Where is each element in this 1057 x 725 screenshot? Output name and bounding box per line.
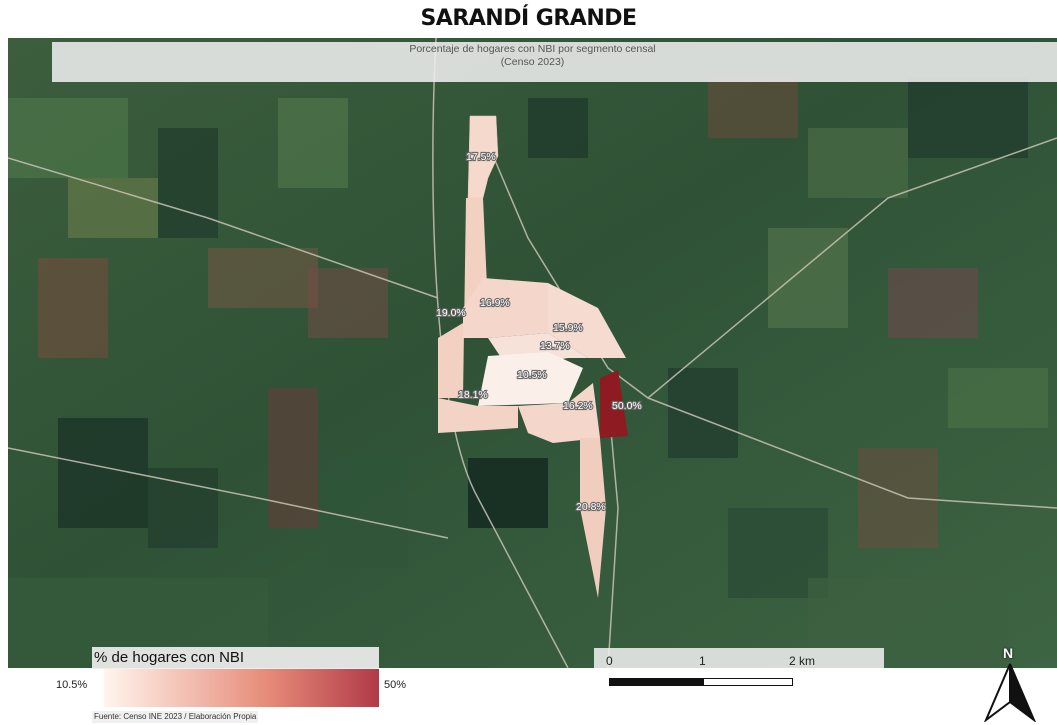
legend-title: % de hogares con NBI <box>92 647 379 669</box>
census-segments <box>438 115 628 598</box>
legend: % de hogares con NBI <box>92 647 379 711</box>
scalebar-background <box>594 648 884 668</box>
subtitle-band <box>52 42 1057 82</box>
satellite-map[interactable]: 17.5% 19.0% 16.9% 15.9% 13.7% 10.5% 18.1… <box>8 38 1057 668</box>
segment-16-2 <box>518 383 600 443</box>
north-arrow-icon <box>984 663 1036 722</box>
legend-color-ramp <box>104 669 379 707</box>
segment-15-9 <box>548 283 626 358</box>
segment-label: 10.5% <box>517 369 547 381</box>
segment-label: 15.9% <box>553 322 583 334</box>
segment-10-5 <box>478 352 583 406</box>
segment-label: 17.5% <box>466 151 496 163</box>
segment-18-1 <box>438 398 518 433</box>
source-note: Fuente: Censo INE 2023 / Elaboración Pro… <box>92 711 259 723</box>
segment-16-9 <box>463 278 548 338</box>
segment-label: 18.1% <box>458 389 488 401</box>
segment-labels: 17.5% 19.0% 16.9% 15.9% 13.7% 10.5% 18.1… <box>435 150 643 514</box>
scalebar-tick: 1 <box>699 654 706 668</box>
segment-label: 50.0% <box>612 400 642 412</box>
map-subtitle: Porcentaje de hogares con NBI por segmen… <box>8 43 1057 69</box>
subtitle-line: Porcentaje de hogares con NBI por segmen… <box>409 43 656 55</box>
scalebar-segment <box>703 678 793 686</box>
map-title: SARANDÍ GRANDE <box>420 6 637 31</box>
scalebar-tick: 2 km <box>789 654 816 668</box>
subtitle-line: (Censo 2023) <box>500 56 565 68</box>
segment-label: 16.9% <box>480 297 510 309</box>
segment-19-0 <box>438 198 488 398</box>
segment-label: 13.7% <box>540 340 570 352</box>
north-label: N <box>1003 645 1014 661</box>
legend-min-label: 10.5% <box>56 679 88 691</box>
scalebar-tick: 0 <box>606 654 613 668</box>
map-view[interactable]: 17.5% 19.0% 16.9% 15.9% 13.7% 10.5% 18.1… <box>8 38 1057 668</box>
segment-label: 20.8% <box>576 501 606 513</box>
segment-20-8 <box>580 438 606 598</box>
segment-label: 16.2% <box>563 400 593 412</box>
scalebar-segment <box>609 678 703 686</box>
legend-max-label: 50% <box>384 679 407 691</box>
segment-50-0 <box>600 370 628 438</box>
segment-label: 19.0% <box>436 307 466 319</box>
